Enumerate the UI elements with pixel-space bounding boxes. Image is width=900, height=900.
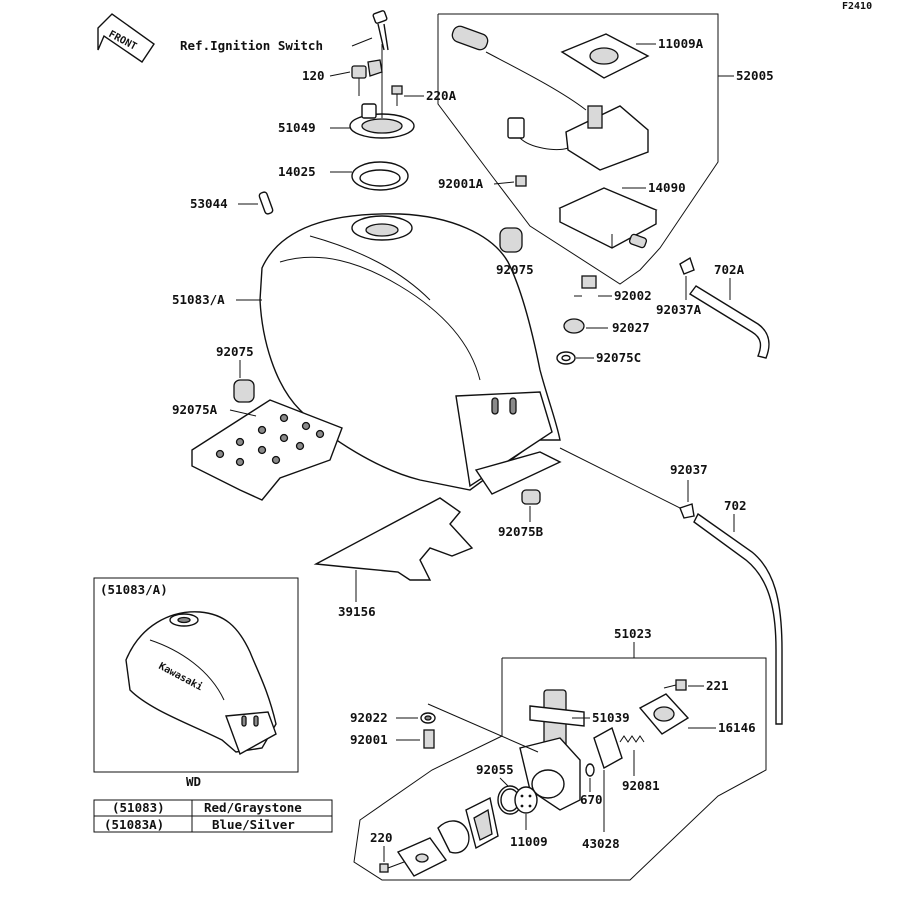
hose-702a <box>688 285 770 359</box>
color-table-color-1: Red/Graystone <box>204 800 302 815</box>
lock-cylinder <box>367 59 383 77</box>
part-label-92037a: 92037A <box>656 302 702 317</box>
gasket-11009 <box>514 786 538 814</box>
part-label-92075-left: 92075 <box>216 344 254 359</box>
pin-53044 <box>258 191 274 215</box>
part-label-92075c: 92075C <box>596 350 641 365</box>
part-label-120: 120 <box>302 68 325 83</box>
grommet-92075b <box>521 489 541 505</box>
bolt-120 <box>351 65 367 96</box>
bolt-92001a <box>515 175 527 187</box>
inset-panel: (51083/A) Kawasaki WD <box>93 577 299 789</box>
tray-14090 <box>558 187 658 249</box>
part-label-92022: 92022 <box>350 710 388 725</box>
grommet-92027 <box>563 318 585 334</box>
part-label-11009a: 11009A <box>658 36 704 51</box>
clamp-92037a <box>679 256 695 275</box>
part-label-92001a: 92001A <box>438 176 484 191</box>
ref-ignition-switch-label: Ref.Ignition Switch <box>180 38 323 53</box>
clamp-92037 <box>679 503 695 519</box>
part-label-670: 670 <box>580 792 603 807</box>
part-label-14090: 14090 <box>648 180 686 195</box>
part-label-52005: 52005 <box>736 68 774 83</box>
screw-220a <box>391 85 403 106</box>
part-label-51083a: 51083/A <box>172 292 225 307</box>
spring-92081 <box>619 735 645 743</box>
part-label-14025: 14025 <box>278 164 316 179</box>
damper-92075-left <box>233 379 255 403</box>
part-label-92001: 92001 <box>350 732 388 747</box>
part-label-220a: 220A <box>426 88 457 103</box>
fuel-cap-51049 <box>349 103 415 139</box>
color-table: (51083) Red/Graystone (51083A) Blue/Silv… <box>93 799 333 833</box>
o-ring-670 <box>585 763 595 777</box>
color-table-code-2: (51083A) <box>104 817 164 832</box>
plate-39156 <box>313 497 474 581</box>
screw-220 <box>379 861 405 873</box>
bolt-92002 <box>574 275 597 297</box>
part-label-51039: 51039 <box>592 710 630 725</box>
gasket-11009a <box>560 33 650 79</box>
gasket-14025 <box>351 161 409 191</box>
part-label-92037: 92037 <box>670 462 708 477</box>
part-label-702: 702 <box>724 498 747 513</box>
part-label-92055: 92055 <box>476 762 514 777</box>
pad-92075a <box>191 399 343 501</box>
color-table-code-1: (51083) <box>112 800 165 815</box>
color-table-color-2: Blue/Silver <box>212 817 295 832</box>
washer-92075c <box>556 351 576 365</box>
damper-92075-right <box>499 227 523 253</box>
washer-92022 <box>420 712 436 724</box>
cover-16146 <box>638 693 690 735</box>
part-label-11009: 11009 <box>510 834 548 849</box>
part-label-221: 221 <box>706 678 729 693</box>
front-direction-arrow: FRONT <box>97 13 155 63</box>
part-label-92027: 92027 <box>612 320 650 335</box>
inset-caption: WD <box>186 774 201 789</box>
hose-702 <box>693 512 783 725</box>
ignition-key <box>372 10 389 51</box>
part-label-702a: 702A <box>714 262 745 277</box>
figure-code: F2410 <box>842 1 872 12</box>
part-label-16146: 16146 <box>718 720 756 735</box>
part-label-92081: 92081 <box>622 778 660 793</box>
part-label-92075-right: 92075 <box>496 262 534 277</box>
part-label-51023: 51023 <box>614 626 652 641</box>
part-label-92075a: 92075A <box>172 402 218 417</box>
part-label-92075b: 92075B <box>498 524 544 539</box>
bracket-52005 <box>437 13 719 285</box>
bracket-51023 <box>353 657 767 881</box>
bolt-92001 <box>423 729 435 749</box>
bracket-220 <box>396 837 448 877</box>
part-label-43028: 43028 <box>582 836 620 851</box>
diaphragm-43028 <box>593 726 623 770</box>
fuel-strainer <box>437 796 499 854</box>
part-label-220: 220 <box>370 830 393 845</box>
part-label-51049: 51049 <box>278 120 316 135</box>
fuel-tank-51083a <box>259 213 562 495</box>
fuel-level-sender <box>451 25 649 171</box>
part-label-53044: 53044 <box>190 196 228 211</box>
part-label-92002: 92002 <box>614 288 652 303</box>
inset-title: (51083/A) <box>100 582 168 597</box>
fuel-cock-assembly <box>519 689 585 811</box>
part-label-39156: 39156 <box>338 604 376 619</box>
screw-221 <box>663 679 687 691</box>
